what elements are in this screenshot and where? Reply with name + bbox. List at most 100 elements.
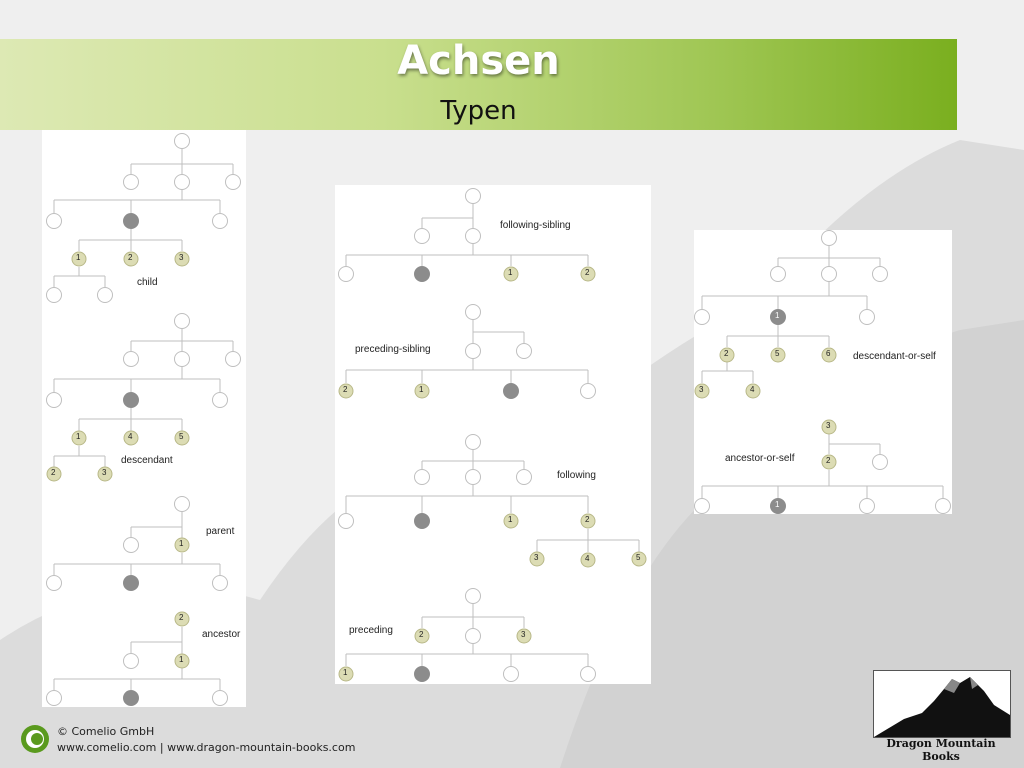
numbered-node — [414, 383, 430, 399]
node-number: 3 — [699, 385, 704, 394]
tree-node — [465, 188, 481, 204]
comelio-logo-icon — [21, 725, 49, 753]
panel-right: 1 2 5 6 3 4 descendant-or-self 3 2 1 anc… — [694, 230, 952, 514]
tree-node — [338, 513, 354, 529]
diagram-label-preceding-sibling: preceding-sibling — [355, 344, 431, 355]
context-node — [414, 513, 430, 529]
node-number: 3 — [102, 468, 107, 477]
node-number: 1 — [508, 515, 513, 524]
numbered-node — [338, 666, 354, 682]
panel-left: 1 2 3 child 1 4 5 2 3 descendant 1 paren… — [42, 130, 246, 707]
numbered-node — [71, 430, 87, 446]
node-number: 4 — [585, 554, 590, 563]
tree-node — [694, 498, 710, 514]
diagram-label-preceding: preceding — [349, 625, 393, 636]
tree-node — [516, 343, 532, 359]
tree-preceding-sibling — [338, 304, 596, 399]
tree-node — [859, 498, 875, 514]
numbered-node — [821, 454, 837, 470]
node-number: 1 — [419, 385, 424, 394]
node-number: 1 — [775, 311, 780, 320]
footer-links: www.comelio.com | www.dragon-mountain-bo… — [57, 741, 356, 754]
node-number: 2 — [585, 268, 590, 277]
node-number: 2 — [585, 515, 590, 524]
numbered-node — [745, 383, 761, 399]
tree-node — [123, 174, 139, 190]
tree-node — [465, 343, 481, 359]
tree-node — [580, 666, 596, 682]
tree-parent — [46, 496, 228, 591]
tree-node — [212, 690, 228, 706]
node-number: 2 — [419, 630, 424, 639]
tree-node — [580, 383, 596, 399]
numbered-node — [46, 466, 62, 482]
tree-following-sibling — [338, 188, 596, 282]
numbered-node — [174, 430, 190, 446]
numbered-node — [529, 551, 545, 567]
footer-text: © Comelio GmbH www.comelio.com | www.dra… — [57, 724, 355, 756]
tree-node — [821, 230, 837, 246]
panel-right-diagrams — [694, 230, 951, 514]
numbered-node — [174, 251, 190, 267]
numbered-node — [719, 347, 735, 363]
node-number: 5 — [775, 349, 780, 358]
tree-node — [174, 496, 190, 512]
context-node — [770, 309, 786, 325]
context-node — [123, 690, 139, 706]
numbered-node — [414, 628, 430, 644]
tree-node — [174, 133, 190, 149]
tree-node — [123, 653, 139, 669]
node-number: 2 — [128, 253, 133, 262]
numbered-node — [174, 537, 190, 553]
node-number: 1 — [343, 668, 348, 677]
mountain-icon — [874, 677, 1010, 737]
context-node — [123, 392, 139, 408]
tree-node — [338, 266, 354, 282]
context-node — [414, 266, 430, 282]
numbered-node — [580, 266, 596, 282]
tree-node — [694, 309, 710, 325]
numbered-node — [503, 266, 519, 282]
numbered-node — [821, 347, 837, 363]
diagram-label-following-sibling: following-sibling — [500, 220, 571, 231]
node-number: 3 — [521, 630, 526, 639]
diagram-label-ancestor: ancestor — [202, 629, 241, 640]
brand-name: Dragon Mountain Books — [886, 737, 996, 763]
tree-node — [212, 213, 228, 229]
tree-node — [174, 174, 190, 190]
tree-node — [212, 575, 228, 591]
tree-ancestor-or-self — [694, 419, 951, 514]
tree-node — [465, 588, 481, 604]
context-node — [123, 213, 139, 229]
numbered-node — [123, 251, 139, 267]
tree-following — [338, 434, 647, 568]
tree-node — [821, 266, 837, 282]
tree-node — [46, 213, 62, 229]
diagram-label-descendant-or-self: descendant-or-self — [853, 351, 936, 362]
diagram-label-parent: parent — [206, 526, 235, 537]
numbered-node — [97, 466, 113, 482]
tree-node — [212, 392, 228, 408]
node-number: 5 — [179, 432, 184, 441]
node-number: 5 — [636, 553, 641, 562]
diagram-label-descendant: descendant — [121, 455, 173, 466]
node-number: 3 — [179, 253, 184, 262]
context-node — [414, 666, 430, 682]
node-number: 1 — [179, 655, 184, 664]
node-number: 4 — [128, 432, 133, 441]
numbered-node — [338, 383, 354, 399]
brand-logo — [873, 670, 1011, 738]
node-number: 3 — [534, 553, 539, 562]
tree-node — [503, 666, 519, 682]
slide-title: Achsen — [397, 38, 560, 84]
numbered-node — [71, 251, 87, 267]
diagram-label-ancestor-or-self: ancestor-or-self — [725, 453, 795, 464]
footer-copyright: © Comelio GmbH — [57, 725, 155, 738]
tree-node — [516, 469, 532, 485]
tree-child — [46, 133, 241, 303]
tree-node — [46, 575, 62, 591]
tree-node — [465, 434, 481, 450]
context-node — [503, 383, 519, 399]
tree-node — [225, 174, 241, 190]
panel-left-diagrams — [46, 133, 241, 706]
